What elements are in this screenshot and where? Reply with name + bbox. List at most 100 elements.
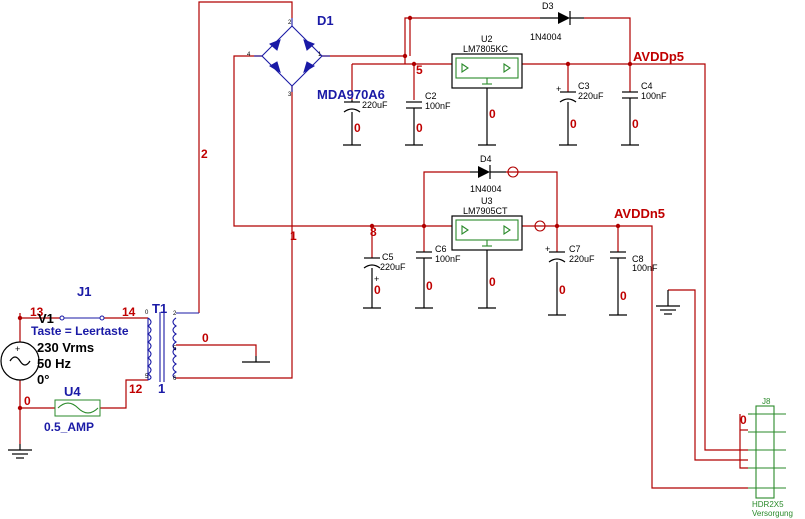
net-avddn5-label: AVDDn5 [614,206,665,221]
gnd-label-c8: 0 [620,289,627,303]
svg-text:+: + [374,274,379,284]
net-8-label: 8 [370,225,377,239]
header-j8 [748,405,786,499]
c8-ref-label: C8 [632,254,644,264]
t1-ref-label: T1 [152,301,167,316]
capacitor-c7: + [545,244,566,278]
ground-icon [343,132,361,146]
j8-part-label: HDR2X5 [752,500,784,509]
gnd-label-u3: 0 [489,275,496,289]
t1-pin-secondary-mid: 5 [173,346,177,352]
labels: D1 2 1 4 3 MDA970A6 D3 1N4004 U2 LM7805K… [24,1,793,518]
bridge-rectifier-d1 [254,18,330,92]
net-12-label: 12 [129,382,143,396]
c7-ref-label: C7 [569,244,581,254]
d1-pin-top: 2 [288,20,292,26]
c6-value-label: 100nF [435,254,461,264]
v1-phase-label: 0° [37,372,49,387]
d1-part-label: MDA970A6 [317,87,385,102]
capacitors: + + + [343,84,638,284]
junction-dots [17,15,633,411]
gnd-label-v1: 0 [24,394,31,408]
d3-part-label: 1N4004 [530,32,562,42]
svg-text:+: + [545,244,550,254]
d1-pin-bottom: 3 [288,92,292,98]
ground-symbols [8,88,680,459]
c2-value-label: 100nF [425,101,451,111]
gnd-label-c6: 0 [426,279,433,293]
d4-part-label: 1N4004 [470,184,502,194]
svg-text:+: + [15,344,20,354]
capacitor-c2 [351,100,422,130]
svg-text:+: + [556,84,561,94]
capacitor-c8 [610,251,626,278]
t1-pin-secondary-bottom: 6 [173,376,177,382]
v1-voltage-label: 230 Vrms [37,340,94,355]
ground-icon [621,118,639,146]
j1-ref-label: J1 [77,284,91,299]
u4-value-label: 0.5_AMP [44,420,94,434]
c5-ref-label: C5 [382,252,394,262]
ground-icon [548,278,566,316]
gnd-label-u2: 0 [489,107,496,121]
c2-ref-label: C2 [425,91,437,101]
ground-icon [609,278,627,316]
u2-part-label: LM7805KC [463,44,509,54]
d1-ref-label: D1 [317,13,334,28]
gnd-label-c7: 0 [559,283,566,297]
d1-pin-left: 4 [247,52,251,58]
net-avddp5-label: AVDDp5 [633,49,684,64]
gnd-label-c1: 0 [354,121,361,135]
ground-icon [478,88,496,146]
c4-value-label: 100nF [641,91,667,101]
net-13-label: 13 [30,305,44,319]
c8-value-label: 100nF [632,263,658,273]
v1-ref-label: V1 [38,311,54,326]
ground-icon [656,290,680,315]
net-14-label: 14 [122,305,136,319]
gnd-label-ct: 0 [202,331,209,345]
t1-pin-primary-bottom: 5 [145,374,149,380]
t1-pin-secondary-top: 2 [173,311,177,317]
net-5-label: 5 [416,63,423,77]
d4-ref-label: D4 [480,154,492,164]
j1-caption-label: Taste = Leertaste [31,324,129,338]
capacitor-c4 [622,91,638,118]
ac-source-v1: + [0,341,40,381]
j8-caption-label: Versorgung [752,509,793,518]
c7-value-label: 220uF [569,254,595,264]
gnd-label-c4: 0 [632,117,639,131]
c6-ref-label: C6 [435,244,447,254]
capacitor-c5: + [363,257,381,284]
gnd-label-c3: 0 [570,117,577,131]
capacitor-c3: + [556,84,577,118]
u3-part-label: LM7905CT [463,206,508,216]
c1-value-label: 220uF [362,100,388,110]
diode-d4 [470,165,519,179]
ground-icon [8,444,32,459]
c4-ref-label: C4 [641,81,653,91]
ground-icon [242,356,270,363]
ground-icon [415,276,433,309]
u2-ref-label: U2 [481,34,493,44]
d1-pin-right: 1 [318,52,322,58]
u4-ref-label: U4 [64,384,81,399]
t1-pin-primary-top: 0 [145,310,149,316]
c3-ref-label: C3 [578,81,590,91]
c3-value-label: 220uF [578,91,604,101]
regulator-u3 [451,215,546,251]
t1-net-below-label: 1 [158,381,165,396]
ground-icon [559,118,577,146]
wires [19,1,748,489]
diode-d3 [540,11,584,25]
u3-ref-label: U3 [481,196,493,206]
switch-j1[interactable] [59,315,105,321]
gnd-label-c5: 0 [374,283,381,297]
ground-icon [405,130,423,146]
net-2-label: 2 [201,147,208,161]
gnd-label-j8: 0 [740,413,747,427]
v1-frequency-label: 50 Hz [37,356,71,371]
j8-ref-label: J8 [762,397,771,406]
gnd-label-c2: 0 [416,121,423,135]
